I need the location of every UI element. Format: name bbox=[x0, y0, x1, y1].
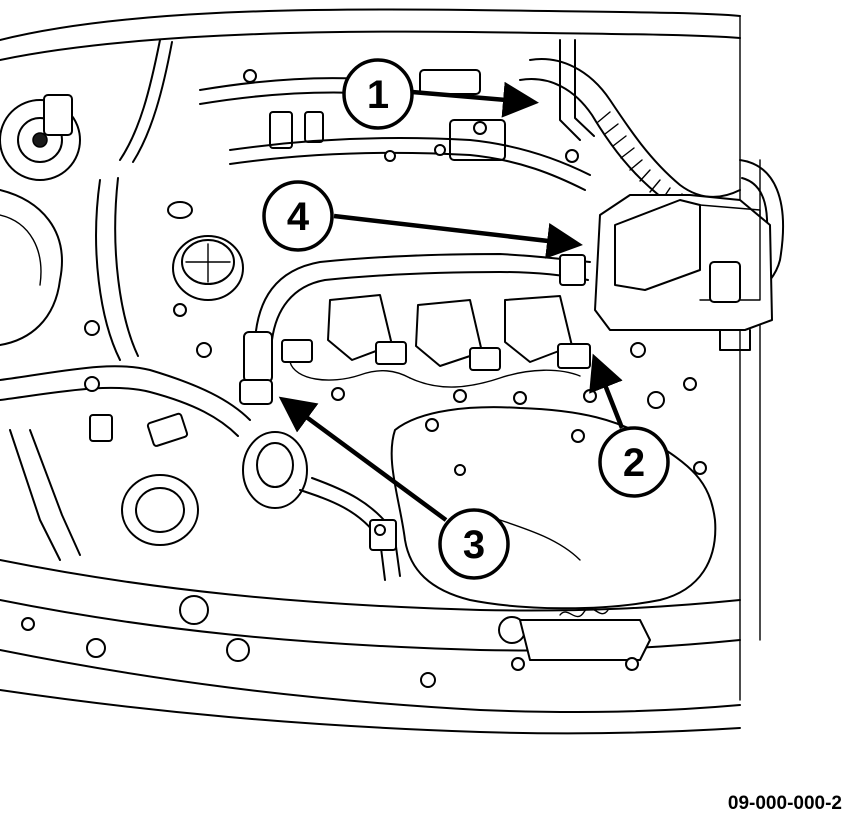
callout-1-label: 1 bbox=[367, 73, 389, 117]
front-crossmember bbox=[0, 559, 741, 735]
air-filter-housing bbox=[594, 194, 773, 351]
turbocharger bbox=[121, 431, 401, 581]
upper-engine-components bbox=[199, 39, 595, 191]
left-hoses bbox=[0, 39, 251, 561]
callout-1: 1 bbox=[342, 58, 539, 130]
breather-hose bbox=[239, 253, 591, 405]
strut-tower-left bbox=[0, 94, 81, 346]
callout-3-label: 3 bbox=[463, 523, 485, 567]
bolts bbox=[84, 303, 707, 475]
figure-code: 09-000-000-2 bbox=[727, 793, 842, 814]
callout-3: 3 bbox=[278, 396, 510, 580]
ignition-coils bbox=[281, 294, 591, 388]
callout-2-label: 2 bbox=[623, 441, 645, 485]
callout-2: 2 bbox=[589, 353, 670, 498]
exhaust-heat-shield bbox=[390, 406, 717, 610]
callout-4: 4 bbox=[262, 180, 583, 259]
callout-4-label: 4 bbox=[287, 195, 310, 239]
oil-filler-cap bbox=[167, 201, 244, 301]
